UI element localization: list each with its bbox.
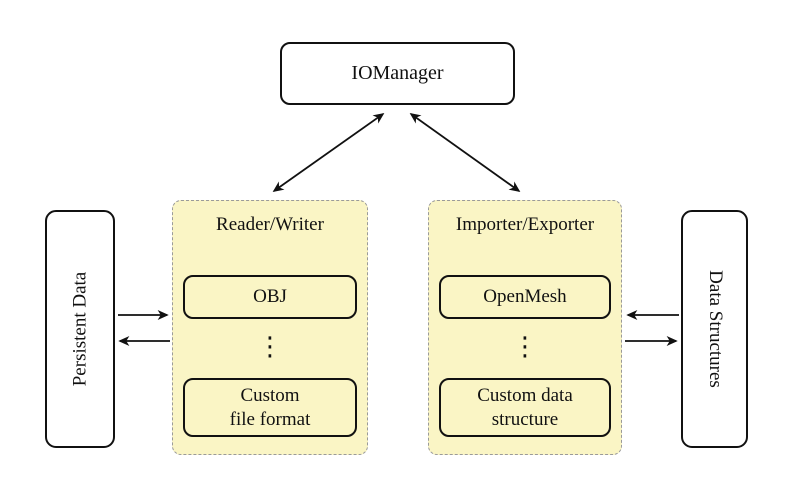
group-importer-exporter-title: Importer/Exporter: [455, 214, 595, 235]
group-importer-exporter: Importer/Exporter OpenMesh ⋮ Custom data…: [428, 200, 622, 455]
node-custom-file-format-label: Custom file format: [229, 385, 311, 430]
group-reader-writer: Reader/Writer OBJ ⋮ Custom file format: [172, 200, 368, 455]
node-custom-data-structure-label: Custom data structure: [477, 385, 573, 430]
arrow-iomanager-readerwriter: [272, 113, 385, 192]
node-data-structures: Data Structures: [681, 210, 748, 448]
node-persistent-data-label: Persistent Data: [69, 271, 91, 387]
node-obj-label: OBJ: [253, 286, 287, 308]
node-persistent-data: Persistent Data: [45, 210, 115, 448]
node-openmesh-label: OpenMesh: [483, 286, 567, 308]
node-data-structures-label: Data Structures: [704, 270, 726, 388]
node-custom-file-format: Custom file format: [183, 378, 357, 437]
vertical-ellipsis-importer-exporter: ⋮: [512, 332, 538, 362]
arrow-iomanager-importerexporter: [409, 113, 521, 192]
node-obj: OBJ: [183, 275, 357, 319]
group-reader-writer-title: Reader/Writer: [216, 214, 324, 235]
node-custom-data-structure: Custom data structure: [439, 378, 611, 437]
node-iomanager-label: IOManager: [351, 62, 444, 84]
node-iomanager: IOManager: [280, 42, 515, 105]
vertical-ellipsis-reader-writer: ⋮: [257, 332, 283, 362]
node-openmesh: OpenMesh: [439, 275, 611, 319]
